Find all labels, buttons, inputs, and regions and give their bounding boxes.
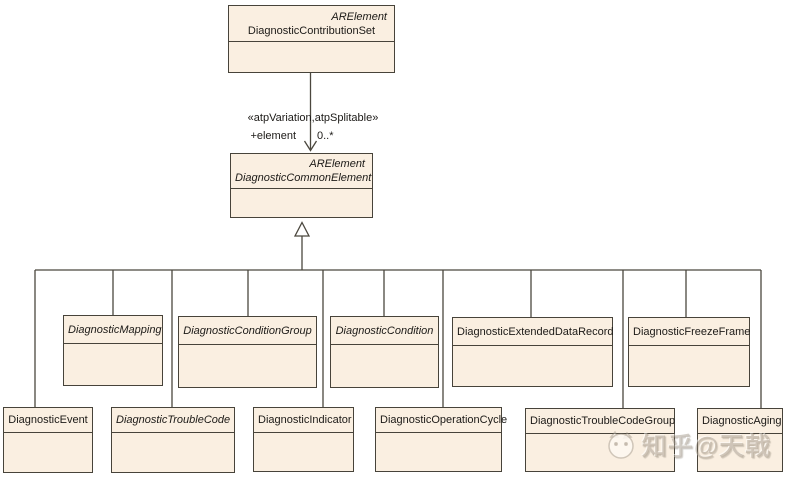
class-name: DiagnosticFreezeFrame [633,325,751,338]
class-name: DiagnosticConditionGroup [183,324,312,337]
class-name-compartment: DiagnosticExtendedDataRecord [453,318,614,346]
class-name: DiagnosticCondition [335,324,434,337]
association-multiplicity-label: 0..* [317,130,334,142]
class-name: DiagnosticMapping [68,323,162,336]
class-diagnostic-indicator[interactable]: DiagnosticIndicator [253,407,354,472]
association-role-label: +element [250,130,296,142]
class-diagnostic-condition-group[interactable]: DiagnosticConditionGroup [178,316,317,388]
class-name-compartment: DiagnosticTroubleCodeGroup [526,409,676,434]
class-name: DiagnosticExtendedDataRecord [457,325,614,338]
class-diagnostic-trouble-code-group[interactable]: DiagnosticTroubleCodeGroup [525,408,675,472]
class-attribute-compartment [231,189,372,217]
class-attribute-compartment [331,345,438,387]
class-name-compartment: DiagnosticAging [698,409,782,434]
class-diagnostic-trouble-code[interactable]: DiagnosticTroubleCode [111,407,235,473]
class-diagnostic-contribution-set[interactable]: ARElement DiagnosticContributionSet [228,5,395,73]
class-attribute-compartment [629,346,749,386]
class-attribute-compartment [179,345,316,387]
class-attribute-compartment [254,433,353,471]
class-name-compartment: ARElement DiagnosticCommonElement [231,154,372,189]
class-attribute-compartment [453,346,612,386]
class-name: DiagnosticIndicator [258,414,352,426]
class-name-compartment: DiagnosticMapping [64,316,162,344]
class-name: DiagnosticTroubleCodeGroup [530,415,676,427]
class-diagnostic-operation-cycle[interactable]: DiagnosticOperationCycle [375,407,508,472]
class-name: DiagnosticContributionSet [247,24,376,37]
class-diagnostic-extended-data-record[interactable]: DiagnosticExtendedDataRecord [452,317,614,387]
class-attribute-compartment [376,433,501,471]
class-name: DiagnosticEvent [8,414,88,426]
class-stereotype: ARElement [309,158,365,170]
generalization-triangle [293,221,311,237]
class-diagnostic-aging[interactable]: DiagnosticAging [697,408,783,472]
class-attribute-compartment [698,434,782,471]
class-attribute-compartment [229,42,394,72]
class-name: DiagnosticCommonElement [235,172,372,184]
class-name-compartment: DiagnosticTroubleCode [112,408,234,433]
class-name: DiagnosticTroubleCode [116,414,231,426]
association-stereotype-label: «atpVariation,atpSplitable» [247,112,379,124]
class-attribute-compartment [64,344,162,385]
class-diagnostic-condition[interactable]: DiagnosticCondition [330,316,439,388]
class-name-compartment: DiagnosticCondition [331,317,438,345]
association-open-arrowhead [303,140,318,152]
class-name: DiagnosticAging [702,415,782,427]
class-diagnostic-freeze-frame[interactable]: DiagnosticFreezeFrame [628,317,750,387]
class-diagnostic-common-element[interactable]: ARElement DiagnosticCommonElement [230,153,373,218]
class-name-compartment: DiagnosticConditionGroup [179,317,316,345]
class-attribute-compartment [112,433,234,472]
class-attribute-compartment [526,434,674,471]
class-name-compartment: DiagnosticIndicator [254,408,353,433]
class-name: DiagnosticOperationCycle [380,414,508,426]
class-stereotype: ARElement [331,10,387,23]
class-name-compartment: DiagnosticFreezeFrame [629,318,751,346]
class-attribute-compartment [4,433,92,472]
class-diagnostic-event[interactable]: DiagnosticEvent [3,407,93,473]
class-name-compartment: DiagnosticEvent [4,408,92,433]
class-diagnostic-mapping[interactable]: DiagnosticMapping [63,315,163,386]
class-name-compartment: DiagnosticOperationCycle [376,408,508,433]
class-name-compartment: ARElement DiagnosticContributionSet [229,6,394,42]
